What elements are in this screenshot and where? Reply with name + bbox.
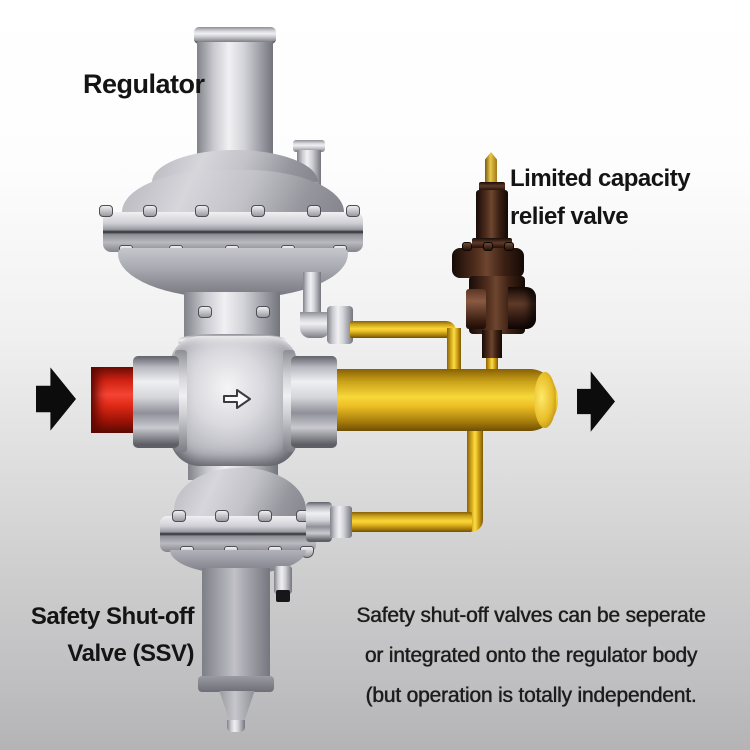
bolt-icon	[256, 306, 270, 318]
bolt-icon	[504, 242, 514, 251]
relief-valve-brass-tip	[485, 152, 497, 186]
ssv-side-fitting	[274, 566, 292, 594]
upper-sense-line-horizontal	[350, 321, 456, 338]
relief-valve-label-line2: relief valve	[510, 203, 629, 230]
note-line1: Safety shut-off valves can be seperate	[356, 604, 706, 627]
lower-sense-line-horizontal	[346, 512, 472, 532]
note-line3: (but operation is totally independent.	[365, 684, 697, 707]
regulator-sense-pipe	[303, 272, 321, 318]
relief-valve-diaphragm-flange	[452, 242, 524, 278]
regulator-sense-elbow	[300, 312, 330, 338]
outlet-pipe-end-cap	[534, 372, 556, 428]
relief-valve-label: Limited capacity relief valve	[510, 160, 720, 236]
relief-valve-side-port	[508, 287, 536, 329]
relief-valve-stem	[482, 330, 502, 358]
bolt-icon	[172, 510, 186, 522]
bolt-icon	[198, 306, 212, 318]
ssv-cylinder	[202, 568, 270, 680]
ssv-sense-fitting	[306, 502, 332, 542]
outlet-pipe	[330, 369, 558, 431]
bolt-icon	[483, 242, 493, 251]
ssv-label: Safety Shut-off Valve (SSV)	[18, 598, 195, 672]
flow-direction-arrow-icon	[223, 389, 251, 409]
ssv-label-line1: Safety Shut-off	[30, 603, 195, 630]
bolt-icon	[462, 242, 472, 251]
relief-valve-hex	[466, 289, 486, 329]
bolt-icon	[99, 205, 113, 217]
lower-sense-line-vertical	[467, 428, 483, 532]
ssv-cone	[219, 691, 255, 722]
bolt-icon	[215, 510, 229, 522]
regulator-vent-cap	[293, 140, 325, 152]
bolt-icon	[258, 510, 272, 522]
regulator-spring-housing	[197, 42, 273, 168]
outlet-coupling-nut	[291, 356, 337, 448]
upper-sense-line-vertical	[447, 328, 461, 374]
inlet-coupling-nut	[133, 356, 179, 448]
ssv-side-fitting-tip	[276, 590, 290, 602]
bolt-icon	[346, 205, 360, 217]
bolt-icon	[251, 205, 265, 217]
flow-out-arrow-icon	[577, 371, 615, 432]
ssv-bottom-rim	[198, 676, 274, 692]
inlet-pipe	[91, 367, 137, 433]
bolt-icon	[195, 205, 209, 217]
relief-valve-cap	[479, 182, 505, 192]
ssv-flange	[160, 510, 316, 558]
regulator-label: Regulator	[83, 69, 205, 99]
bolt-icon	[143, 205, 157, 217]
regulator-flange	[99, 205, 363, 257]
note-text: Safety shut-off valves can be seperate o…	[348, 596, 714, 716]
ssv-cone-tip	[227, 720, 245, 732]
relief-valve-label-line1: Limited capacity	[510, 165, 691, 192]
note-line2: or integrated onto the regulator body	[364, 644, 698, 667]
regulator-sense-nut	[327, 306, 353, 344]
bolt-icon	[307, 205, 321, 217]
ssv-label-line2: Valve (SSV)	[67, 640, 194, 667]
ssv-sense-nut	[330, 506, 352, 538]
flow-in-arrow-icon	[36, 367, 76, 431]
